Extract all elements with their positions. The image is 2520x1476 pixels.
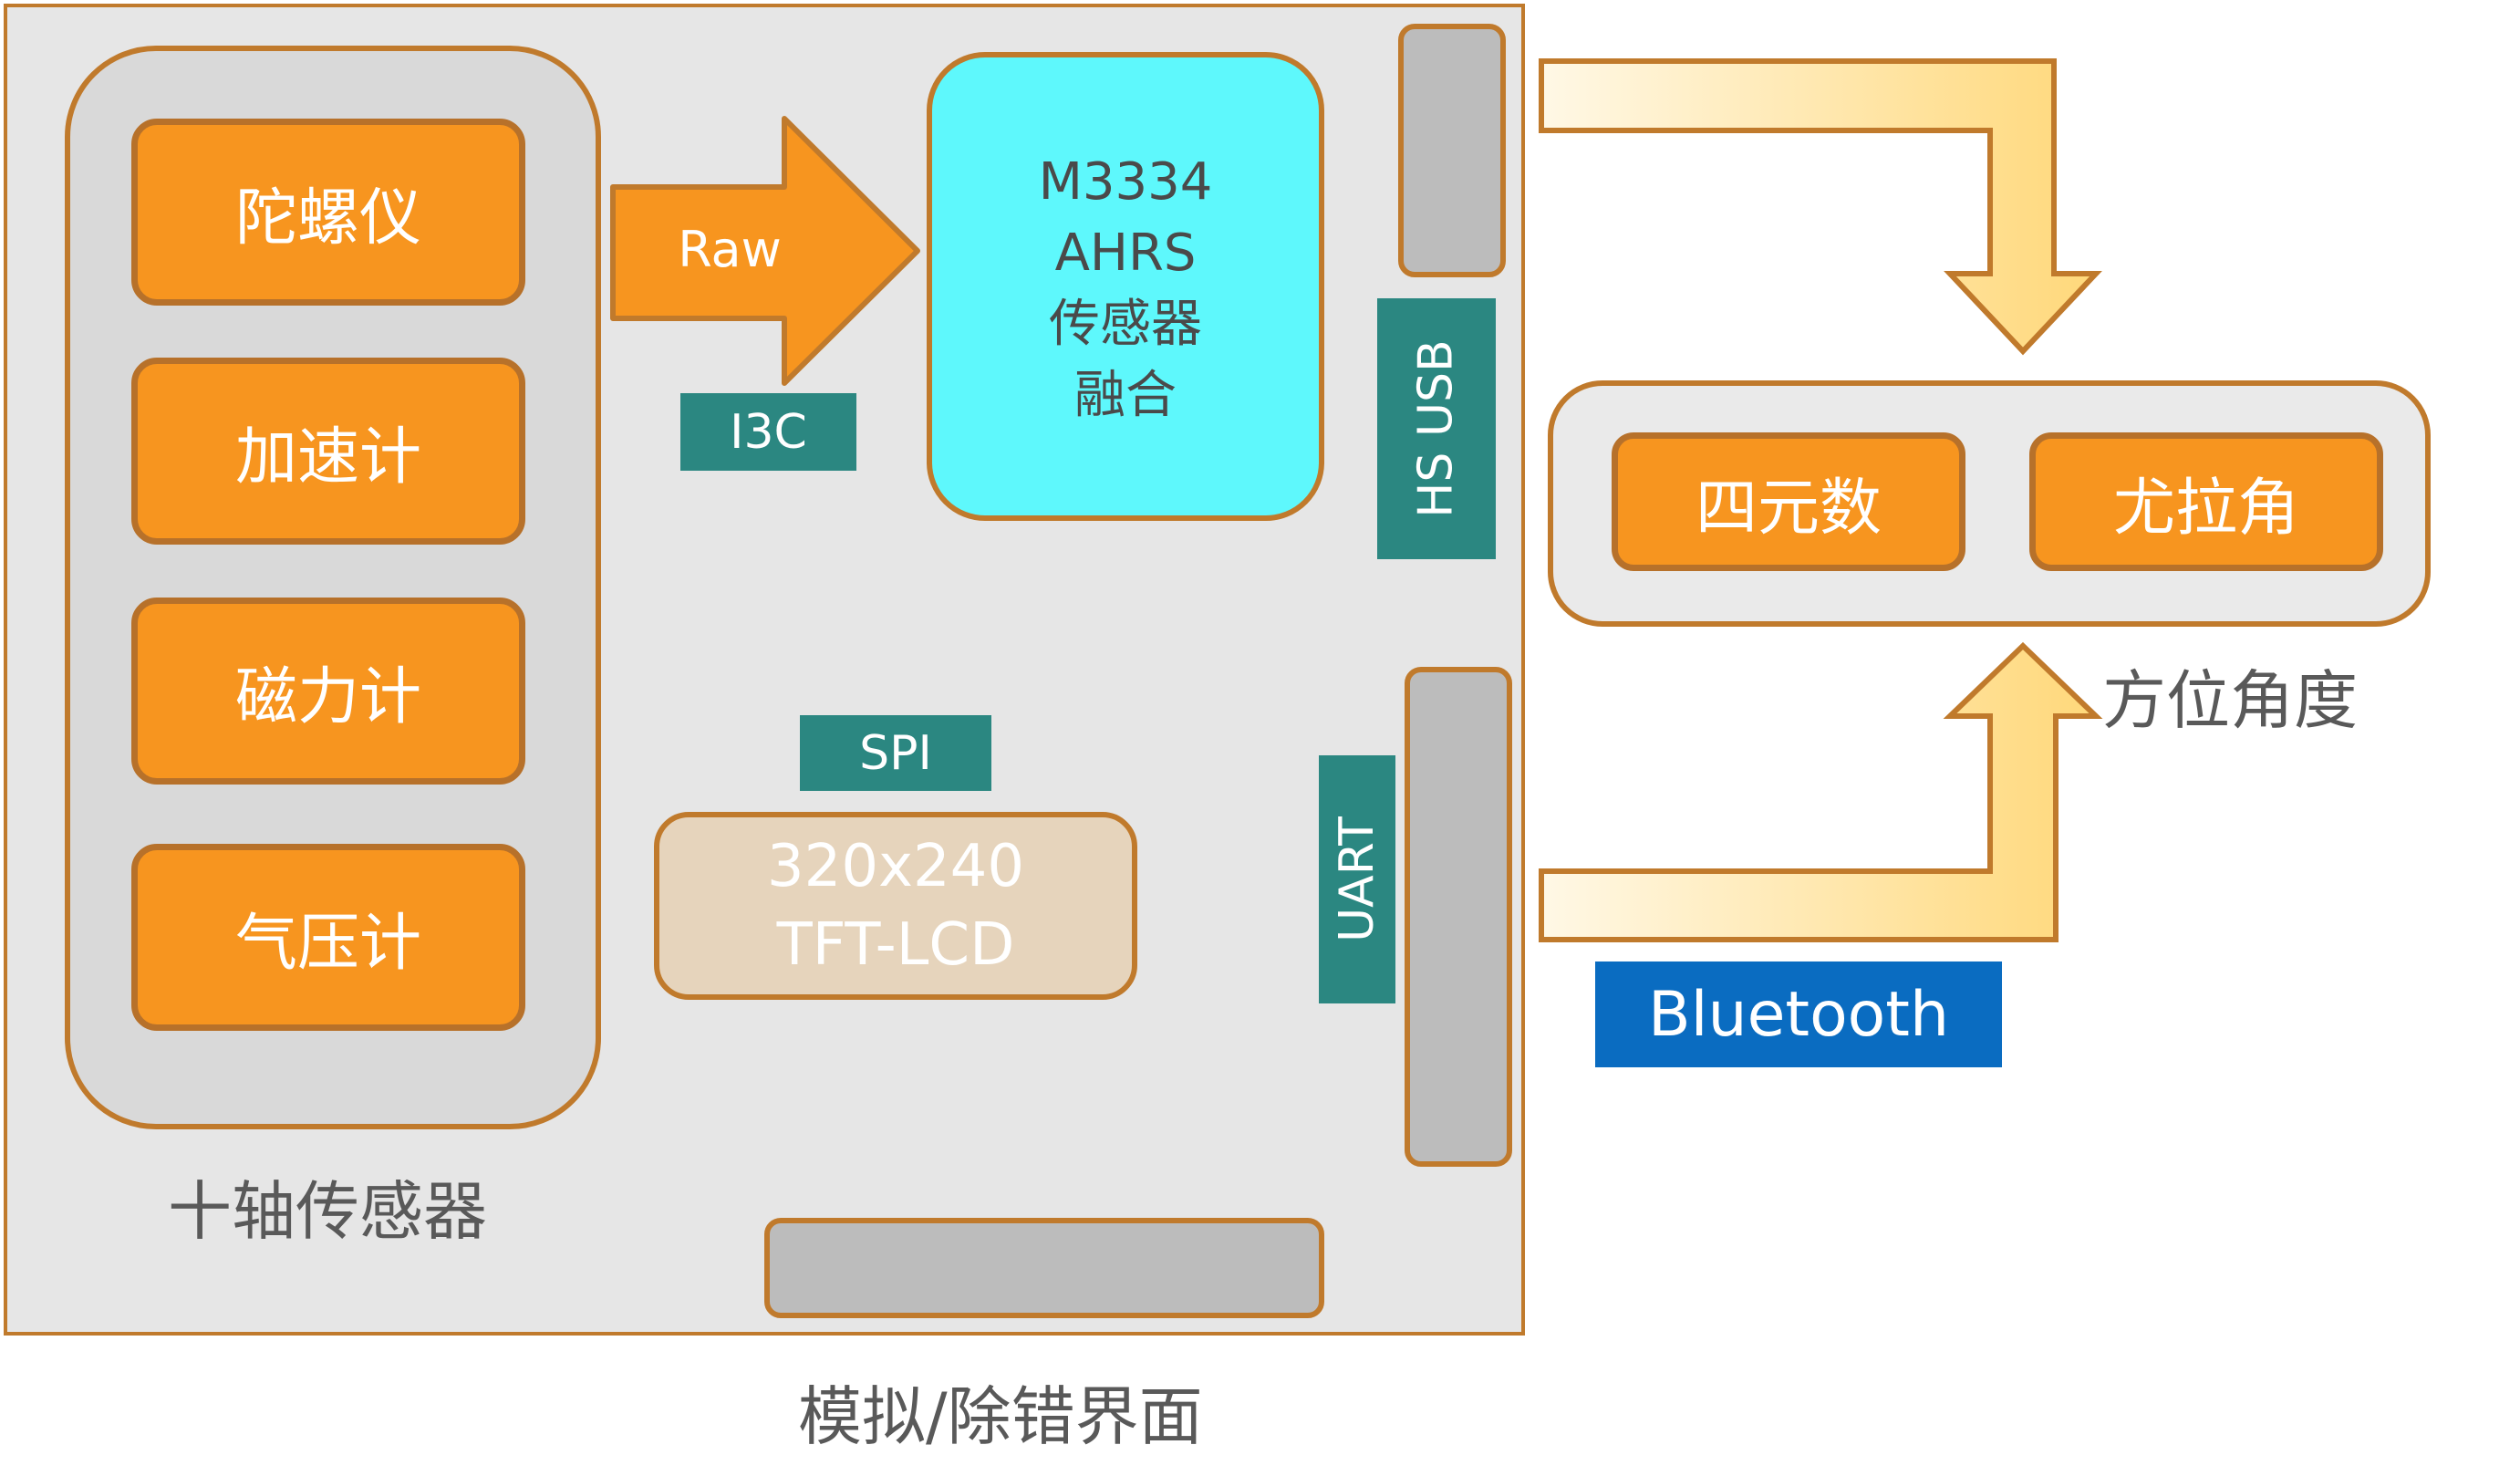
bluetooth-tag: Bluetooth — [1595, 961, 2002, 1067]
uart-port — [1405, 667, 1512, 1167]
board-label: 模拟/除错界面 — [798, 1379, 1203, 1454]
euler-angle-label: 尤拉角 — [2112, 472, 2299, 545]
accelerometer-label: 加速计 — [234, 421, 421, 494]
raw-label: Raw — [678, 221, 782, 278]
tft-lcd-block: 320x240 TFT-LCD — [654, 812, 1137, 1000]
orientation-label: 方位角度 — [2102, 663, 2358, 738]
i3c-tag: I3C — [680, 393, 856, 471]
fusion-line-4: 融合 — [1074, 366, 1177, 425]
usb-port — [1398, 24, 1506, 277]
accelerometer-block: 加速计 — [131, 358, 525, 545]
hs-usb-label: HS USB — [1409, 339, 1465, 518]
fusion-line-2: AHRS — [1054, 223, 1197, 283]
magnetometer-label: 磁力计 — [234, 661, 421, 733]
euler-angle-block: 尤拉角 — [2029, 432, 2383, 571]
quaternion-block: 四元数 — [1612, 432, 1965, 571]
sensor-group-label: 十轴传感器 — [168, 1174, 487, 1249]
lcd-line-1: 320x240 — [766, 833, 1025, 900]
gyroscope-block: 陀螺仪 — [131, 119, 525, 306]
fusion-line-3: 传感器 — [1049, 295, 1202, 354]
uart-tag: UART — [1319, 755, 1395, 1003]
raw-arrow: Raw — [610, 116, 920, 386]
usb-output-arrow — [1539, 58, 2102, 356]
quaternion-label: 四元数 — [1695, 472, 1882, 545]
lcd-line-2: TFT-LCD — [776, 911, 1015, 979]
debug-port — [764, 1218, 1324, 1318]
barometer-block: 气压计 — [131, 844, 525, 1031]
barometer-label: 气压计 — [234, 908, 421, 980]
uart-label: UART — [1330, 816, 1384, 942]
gyroscope-label: 陀螺仪 — [234, 182, 421, 255]
hs-usb-tag: HS USB — [1377, 298, 1496, 559]
bluetooth-output-arrow — [1539, 641, 2103, 942]
magnetometer-block: 磁力计 — [131, 598, 525, 785]
spi-tag: SPI — [800, 715, 991, 791]
fusion-line-1: M3334 — [1038, 152, 1213, 212]
ahrs-fusion-block: M3334 AHRS 传感器 融合 — [927, 52, 1324, 521]
